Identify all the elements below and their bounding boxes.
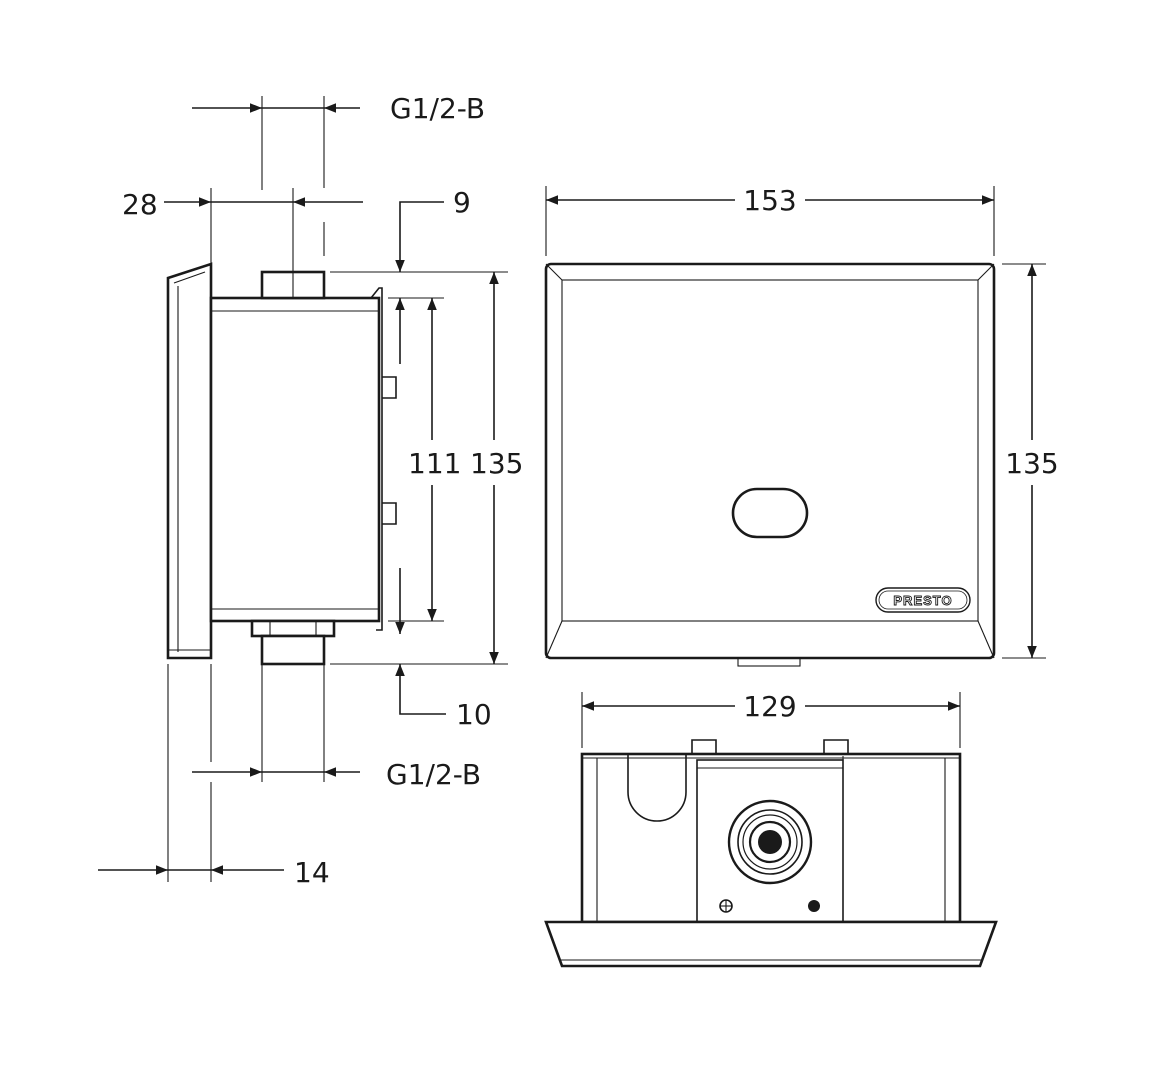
side-view: G1/2-B 28 9 111 135 10 G1/2-B 14 [98, 92, 523, 889]
bottom-nut [250, 619, 336, 638]
dim-153-label: 153 [743, 184, 796, 217]
dim-129-label: 129 [743, 690, 796, 723]
dim-28-label: 28 [122, 188, 158, 221]
box-tab-right [823, 739, 849, 754]
tab-lower [382, 502, 397, 525]
dim-thread-bottom-label: G1/2-B [386, 758, 481, 791]
tab-upper [382, 376, 397, 399]
cable-slot [627, 754, 687, 822]
inlet-hole [758, 830, 782, 854]
dim-9-label: 9 [453, 186, 471, 219]
dim-135-front-label: 135 [1005, 447, 1058, 480]
sensor-window [731, 487, 809, 539]
bottom-clip [737, 657, 801, 667]
dim-thread-top-label: G1/2-B [390, 92, 485, 125]
screw-right-icon [808, 900, 820, 912]
dim-14-label: 14 [294, 856, 330, 889]
inlet-outer-ring [727, 799, 813, 885]
front-view: PRESTO 153 135 [544, 184, 1059, 667]
box-tab-left [691, 739, 717, 754]
presto-logo: PRESTO [893, 593, 952, 608]
bottom-connector [260, 634, 326, 666]
box-flange [544, 920, 998, 968]
dim-10-label: 10 [456, 698, 492, 731]
box-view: 129 [544, 690, 998, 968]
dim-135-side-label: 135 [470, 447, 523, 480]
presto-logo-badge [875, 587, 971, 613]
body-side [209, 296, 381, 623]
cover-plate-side [166, 262, 213, 660]
dim-111-label: 111 [408, 447, 461, 480]
